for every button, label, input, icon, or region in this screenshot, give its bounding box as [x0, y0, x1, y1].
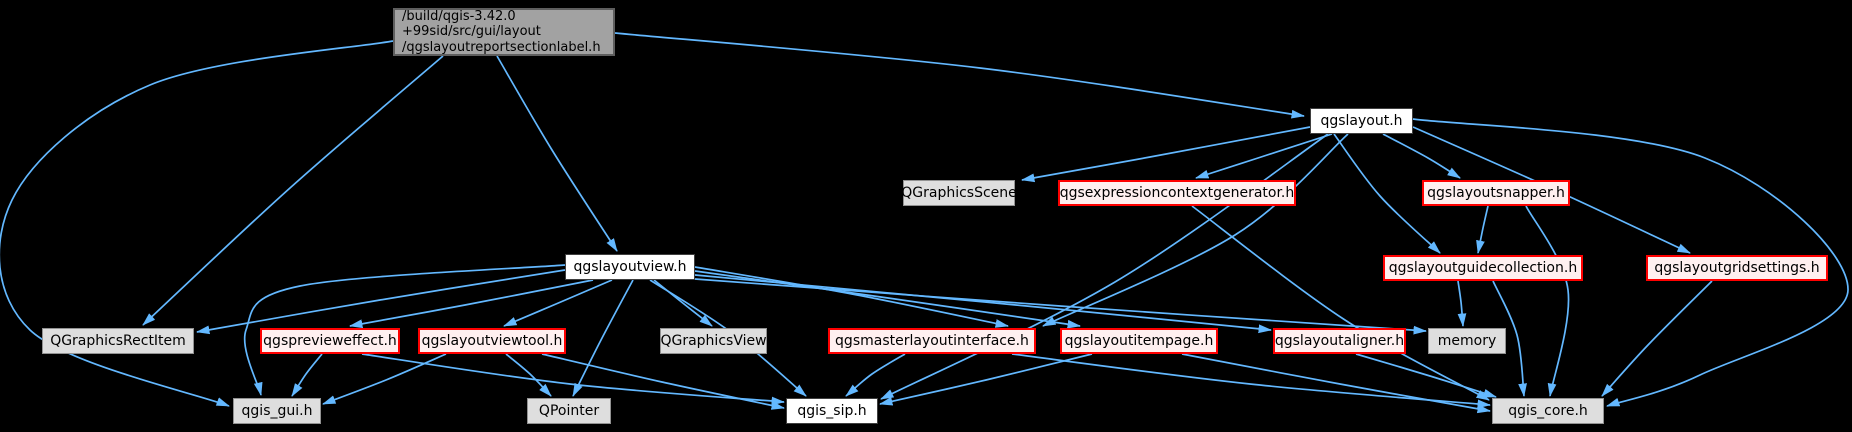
edge-qgsmasterlayoutinterface-h--qgis-sip-h	[845, 353, 906, 397]
node-memory: memory	[1428, 328, 1506, 354]
edge-qgslayout-h--qgsmasterlayoutinterface-h	[1042, 133, 1349, 327]
edge-qgslayoutsnapper-h--qgslayoutguidecollection-h	[1476, 205, 1489, 254]
edge-qgslayoutviewtool-h--qgis-sip-h	[541, 353, 785, 410]
node-qgslayoutviewtool-h[interactable]: qgslayoutviewtool.h	[418, 328, 566, 354]
edge-qgslayoutgridsettings-h--qgis-core-h	[1601, 280, 1713, 397]
node-qgis-core-h: qgis_core.h	[1492, 398, 1604, 424]
node-qgsexpressioncontextgenerator-h[interactable]: qgsexpressioncontextgenerator.h	[1058, 180, 1296, 206]
edge-qgslayout-h--qgslayoutguidecollection-h	[1333, 133, 1441, 254]
node-qgslayoutaligner-h[interactable]: qgslayoutaligner.h	[1273, 328, 1406, 354]
edge-qgslayoutitempage-h--qgis-sip-h	[879, 353, 1093, 406]
edge-source-file--qgis-gui-h	[0, 40, 394, 407]
edge-qgsprevieweffect-h--qgis-sip-h	[361, 353, 785, 406]
node-qpointer: QPointer	[527, 398, 611, 424]
edge-qgslayoutview-h--qgraphicsrectitem	[196, 269, 566, 335]
edge-source-file--qgraphicsrectitem	[142, 55, 444, 326]
edge-qgslayoutview-h--qgsprevieweffect-h	[349, 279, 594, 329]
edge-qgslayout-h--qgslayoutsnapper-h	[1382, 133, 1461, 179]
edge-qgslayoutview-h--qgslayoutviewtool-h	[503, 279, 613, 327]
node-qgraphicsscene: QGraphicsScene	[901, 180, 1017, 206]
node-qgslayout-h[interactable]: qgslayout.h	[1310, 108, 1413, 134]
edge-qgslayoutview-h--qgslayoutitempage-h	[694, 270, 1081, 329]
node-qgslayoutgridsettings-h[interactable]: qgslayoutgridsettings.h	[1646, 255, 1828, 281]
edge-qgslayout-h--qgsexpressioncontextgenerator-h	[1195, 133, 1333, 179]
node-qgis-gui-h: qgis_gui.h	[233, 398, 321, 424]
edge-qgslayoutview-h--memory	[694, 278, 1427, 335]
edge-qgslayoutviewtool-h--qgis-gui-h	[322, 353, 447, 405]
edge-qgslayout-h--qgraphicsscene	[1021, 126, 1311, 183]
edge-qgsprevieweffect-h--qgis-gui-h	[291, 353, 323, 397]
edge-qgslayoutview-h--qgsmasterlayoutinterface-h	[694, 266, 1009, 328]
edge-qgslayoutview-h--qpointer	[572, 279, 634, 397]
edge-qgslayout-h--qgis-core-h	[1412, 118, 1849, 407]
node-qgslayoutitempage-h[interactable]: qgslayoutitempage.h	[1060, 328, 1218, 354]
node-qgis-sip-h[interactable]: qgis_sip.h	[786, 398, 878, 424]
node-qgraphicsrectitem: QGraphicsRectItem	[42, 328, 194, 354]
edge-qgslayoutview-h--qgraphicsview	[653, 279, 713, 327]
edge-qgslayoutguidecollection-h--qgis-core-h	[1492, 280, 1527, 397]
edge-qgslayoutviewtool-h--qpointer	[505, 353, 552, 397]
edge-qgslayout-h--qgis-sip-h	[880, 133, 1329, 400]
edge-qgslayoutview-h--qgis-gui-h	[243, 264, 566, 396]
edge-qgslayoutsnapper-h--qgis-core-h	[1525, 205, 1570, 397]
edge-source-file--qgslayoutview-h	[496, 55, 618, 252]
edge-source-file--qgslayout-h	[614, 32, 1305, 119]
node-qgsprevieweffect-h[interactable]: qgsprevieweffect.h	[260, 328, 400, 354]
edge-qgslayoutitempage-h--qgis-core-h	[1181, 353, 1491, 414]
node-qgsmasterlayoutinterface-h[interactable]: qgsmasterlayoutinterface.h	[828, 328, 1036, 354]
node-qgraphicsview: QGraphicsView	[660, 328, 767, 354]
node-qgslayoutguidecollection-h[interactable]: qgslayoutguidecollection.h	[1383, 255, 1583, 281]
node-source-file: /build/qgis-3.42.0 +99sid/src/gui/layout…	[393, 8, 615, 56]
node-qgslayoutview-h[interactable]: qgslayoutview.h	[565, 254, 695, 280]
edge-qgslayoutguidecollection-h--memory	[1457, 280, 1467, 327]
node-qgslayoutsnapper-h[interactable]: qgslayoutsnapper.h	[1422, 180, 1570, 206]
edge-qgslayoutview-h--qgslayoutaligner-h	[694, 274, 1272, 334]
edge-qgsexpressioncontextgenerator-h--qgis-core-h	[1191, 205, 1490, 401]
